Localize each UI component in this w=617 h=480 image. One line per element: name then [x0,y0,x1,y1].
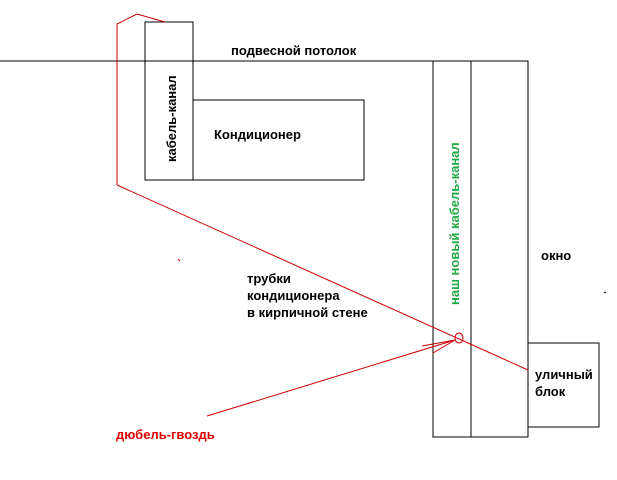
window-label: окно [541,248,571,263]
ceiling-label: подвесной потолок [231,43,357,58]
pipe-diagonal [116,184,529,371]
pipes-label-line1: трубки [247,271,291,286]
outdoor-unit-label-line2: блок [535,384,566,399]
window-frame [432,60,529,438]
outdoor-unit-box [527,342,600,428]
stray-mark [177,258,181,262]
outdoor-unit-label-line1: уличный [535,367,593,382]
pipes-label-line3: в кирпичной стене [247,305,368,320]
stray-mark [603,291,607,294]
dowel-mark [454,332,464,344]
dowel-label: дюбель-гвоздь [116,427,215,442]
cable-channel-label: кабель-канал [164,75,179,162]
conditioner-label: Кондиционер [214,127,301,142]
pipes-label-line2: кондиционера [247,288,340,303]
dowel-arrow-line [206,339,456,417]
conditioner-box [192,99,365,181]
new-cable-channel-label: наш новый кабель-канал [447,142,462,305]
dowel-arrow-head [421,339,456,354]
pipe-route [116,13,166,185]
